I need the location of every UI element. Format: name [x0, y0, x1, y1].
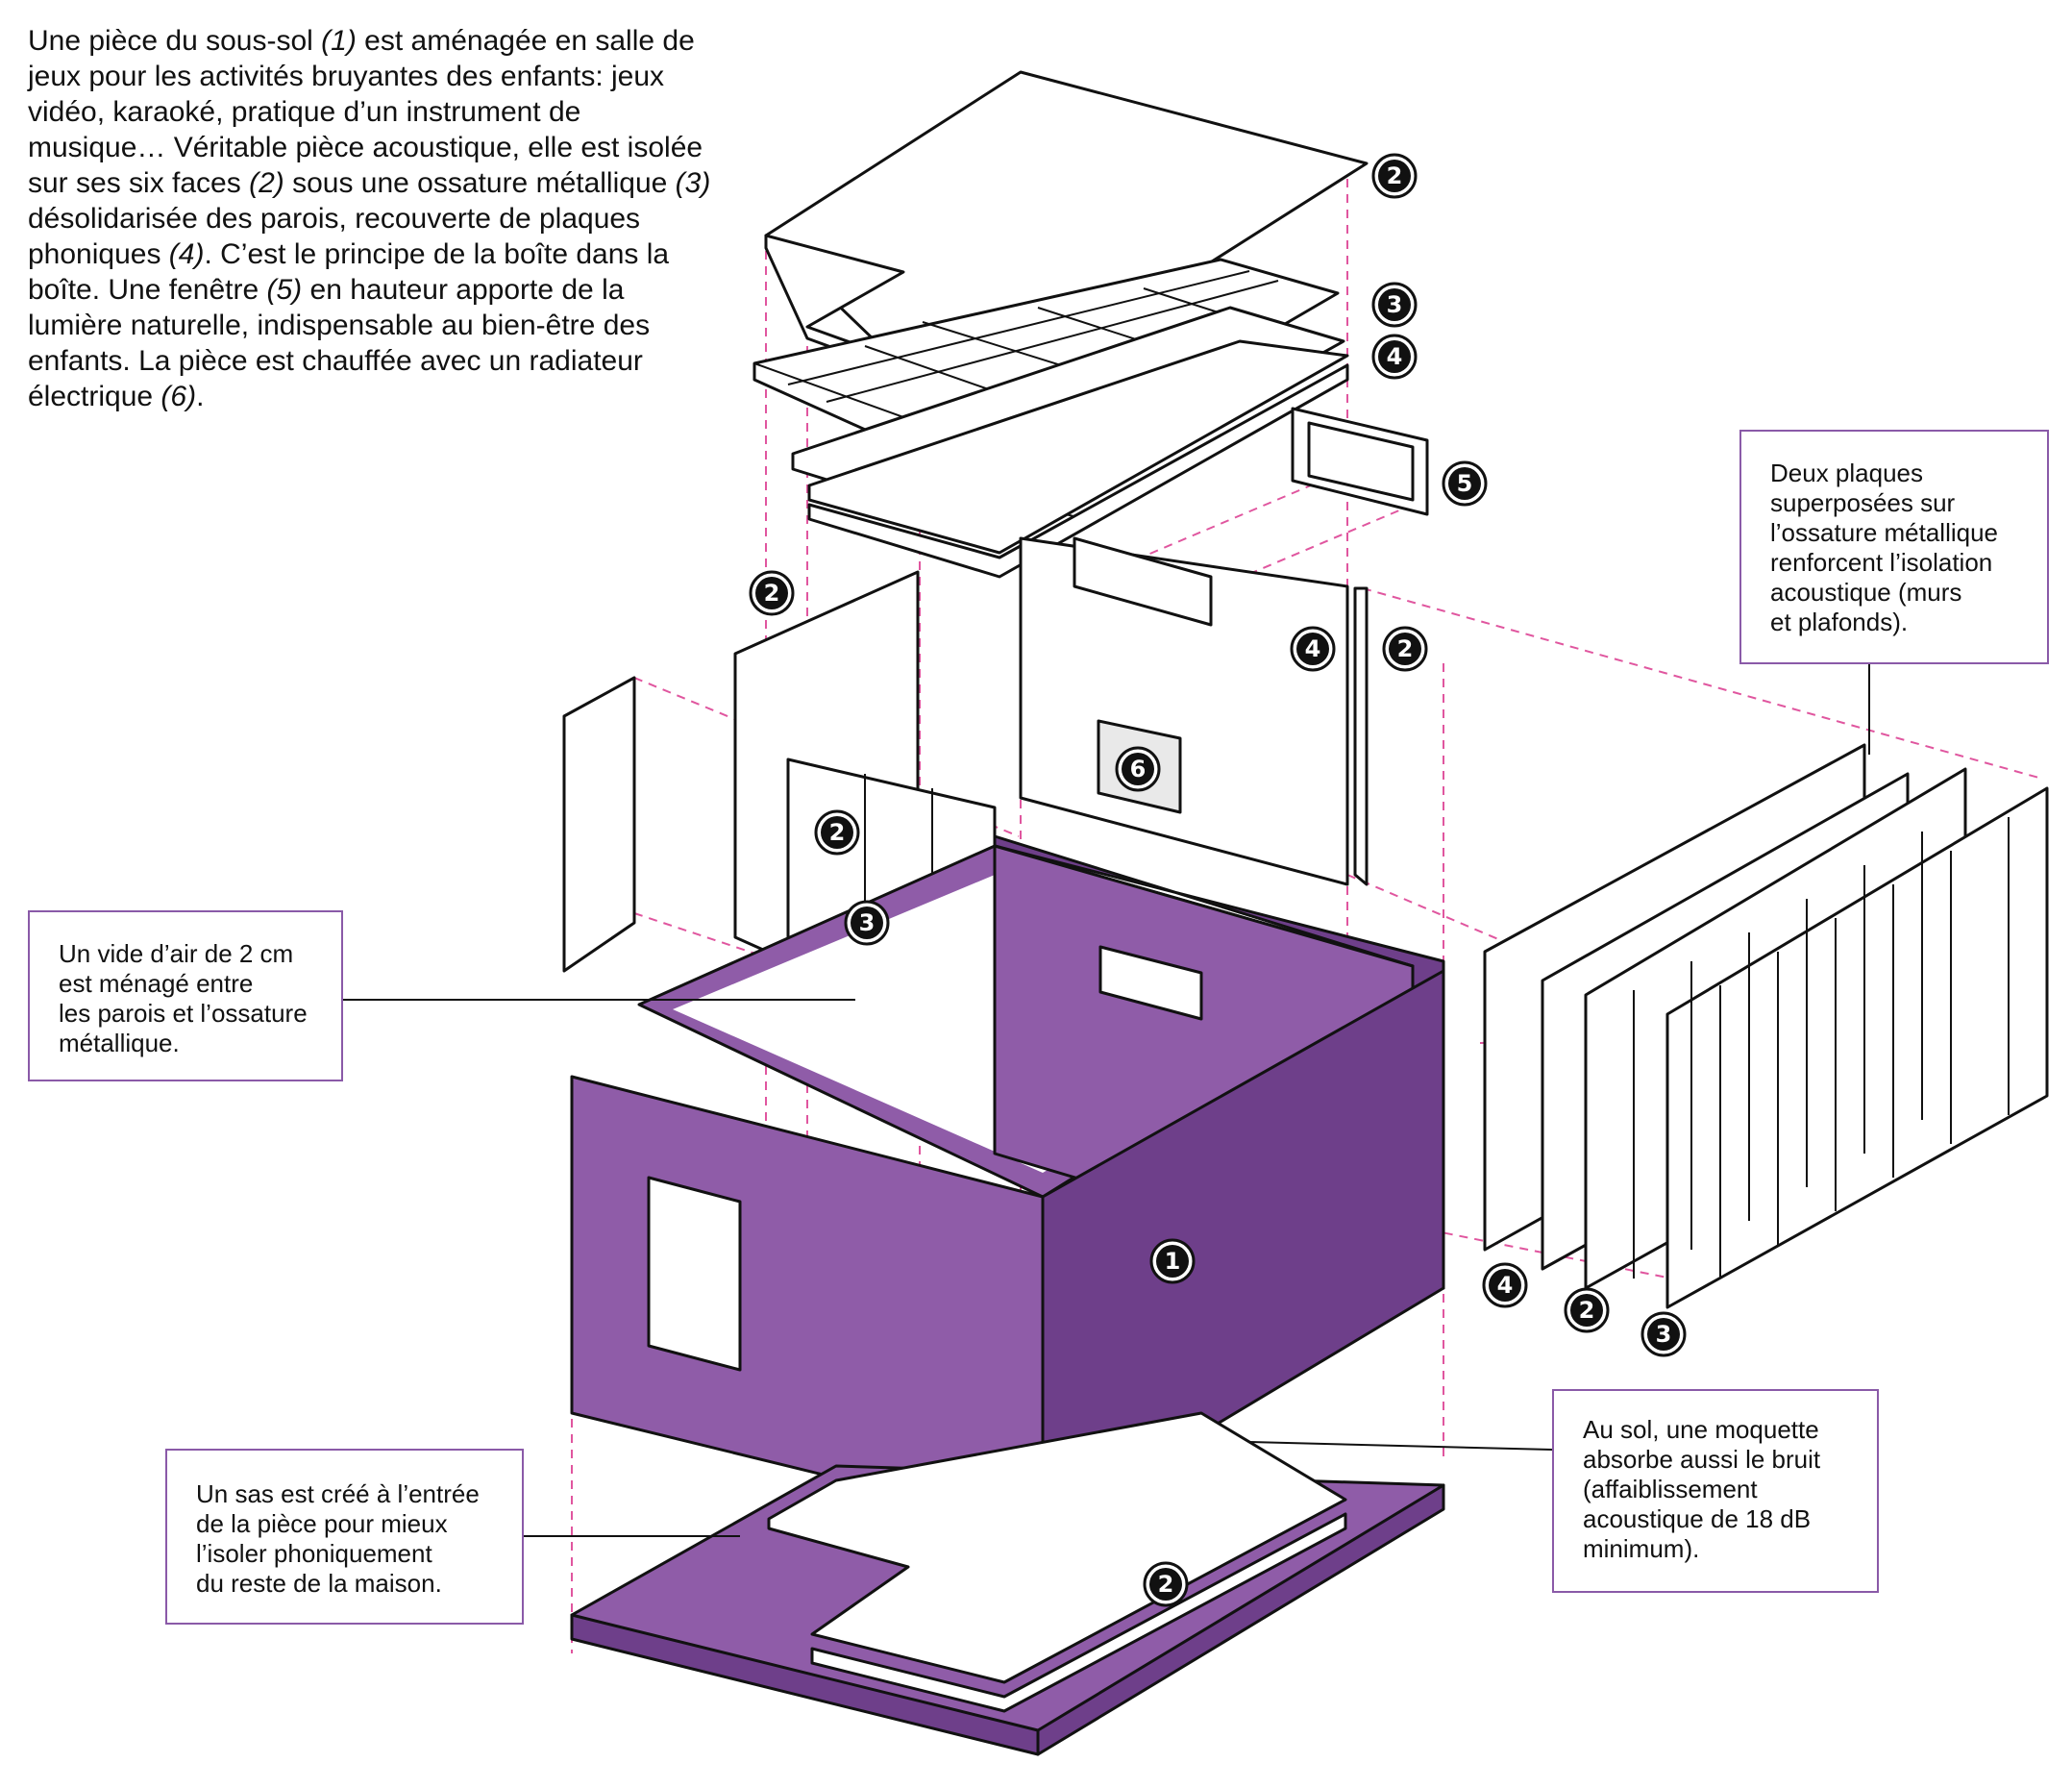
note-plaques-text: Deux plaques superposées sur l’ossature … — [1770, 459, 1999, 636]
back-wall — [1019, 536, 1369, 886]
intro-ref-1: (1) — [321, 25, 357, 57]
svg-text:5: 5 — [1457, 470, 1473, 497]
purple-floor — [570, 1411, 1445, 1756]
svg-text:2: 2 — [1158, 1571, 1174, 1598]
badge-2-14: 2 — [1143, 1561, 1189, 1607]
svg-text:4: 4 — [1305, 635, 1321, 662]
badge-4-11: 4 — [1482, 1262, 1528, 1308]
intro-text-5: . C’est le principe de la boîte dans la … — [28, 238, 670, 306]
intro-text-1: Une pièce du sous-sol — [28, 25, 322, 57]
badge-1-10: 1 — [1149, 1238, 1196, 1284]
svg-text:3: 3 — [1387, 291, 1403, 318]
svg-text:6: 6 — [1130, 756, 1147, 782]
intro-text-6: en hauteur apporte de la lumière naturel… — [28, 274, 651, 412]
note-moquette-text: Au sol, une moquette absorbe aussi le br… — [1583, 1415, 1821, 1563]
badge-3-1: 3 — [1371, 282, 1418, 328]
purple-room-base — [570, 834, 1445, 1530]
window-frame — [1291, 407, 1429, 516]
svg-text:4: 4 — [1387, 343, 1403, 370]
svg-text:2: 2 — [1387, 162, 1403, 189]
badge-6-7: 6 — [1115, 746, 1161, 792]
svg-text:2: 2 — [1397, 635, 1414, 662]
intro-paragraph: Une pièce du sous-sol (1) est aménagée e… — [28, 23, 720, 414]
svg-text:2: 2 — [829, 819, 846, 846]
badge-2-8: 2 — [814, 809, 860, 856]
svg-text:2: 2 — [1579, 1297, 1595, 1324]
intro-ref-5: (5) — [266, 274, 303, 306]
badge-4-5: 4 — [1290, 626, 1336, 672]
note-moquette: Au sol, une moquette absorbe aussi le br… — [1552, 1389, 1879, 1593]
badge-4-2: 4 — [1371, 334, 1418, 380]
intro-text-7: . — [196, 381, 205, 412]
badges: 2 3 4 5 2 4 2 6 2 3 1 4 2 3 2 — [749, 153, 1687, 1607]
note-vide-air: Un vide d’air de 2 cm est ménagé entre l… — [28, 910, 343, 1081]
intro-text-2: est aménagée en salle de jeux pour les a… — [28, 25, 703, 199]
note-sas: Un sas est créé à l’entrée de la pièce p… — [165, 1449, 524, 1625]
svg-text:3: 3 — [859, 909, 876, 936]
badge-3-9: 3 — [844, 900, 890, 946]
intro-ref-2: (2) — [249, 167, 284, 199]
svg-text:1: 1 — [1165, 1248, 1181, 1275]
intro-text-3: sous une ossature métallique — [284, 167, 676, 199]
badge-2-4: 2 — [749, 570, 795, 616]
intro-text-4: désolidarisée des parois, recouverte de … — [28, 203, 641, 270]
note-plaques: Deux plaques superposées sur l’ossature … — [1739, 430, 2049, 664]
intro-ref-3: (3) — [675, 167, 711, 199]
leader-lines — [343, 663, 1870, 1537]
note-sas-text: Un sas est créé à l’entrée de la pièce p… — [196, 1479, 480, 1598]
badge-2-6: 2 — [1382, 626, 1428, 672]
badge-2-12: 2 — [1564, 1287, 1610, 1333]
right-wall-layers — [1483, 743, 2049, 1309]
badge-2-0: 2 — [1371, 153, 1418, 199]
note-vide-air-text: Un vide d’air de 2 cm est ménagé entre l… — [59, 939, 308, 1057]
svg-text:3: 3 — [1656, 1321, 1672, 1348]
badge-5-3: 5 — [1442, 460, 1488, 507]
svg-text:2: 2 — [764, 580, 780, 607]
badge-3-13: 3 — [1640, 1311, 1687, 1357]
ceiling-acoustic-plates — [807, 339, 1349, 579]
intro-ref-6: (6) — [160, 381, 197, 412]
svg-text:4: 4 — [1497, 1272, 1514, 1299]
intro-ref-4: (4) — [168, 238, 205, 270]
